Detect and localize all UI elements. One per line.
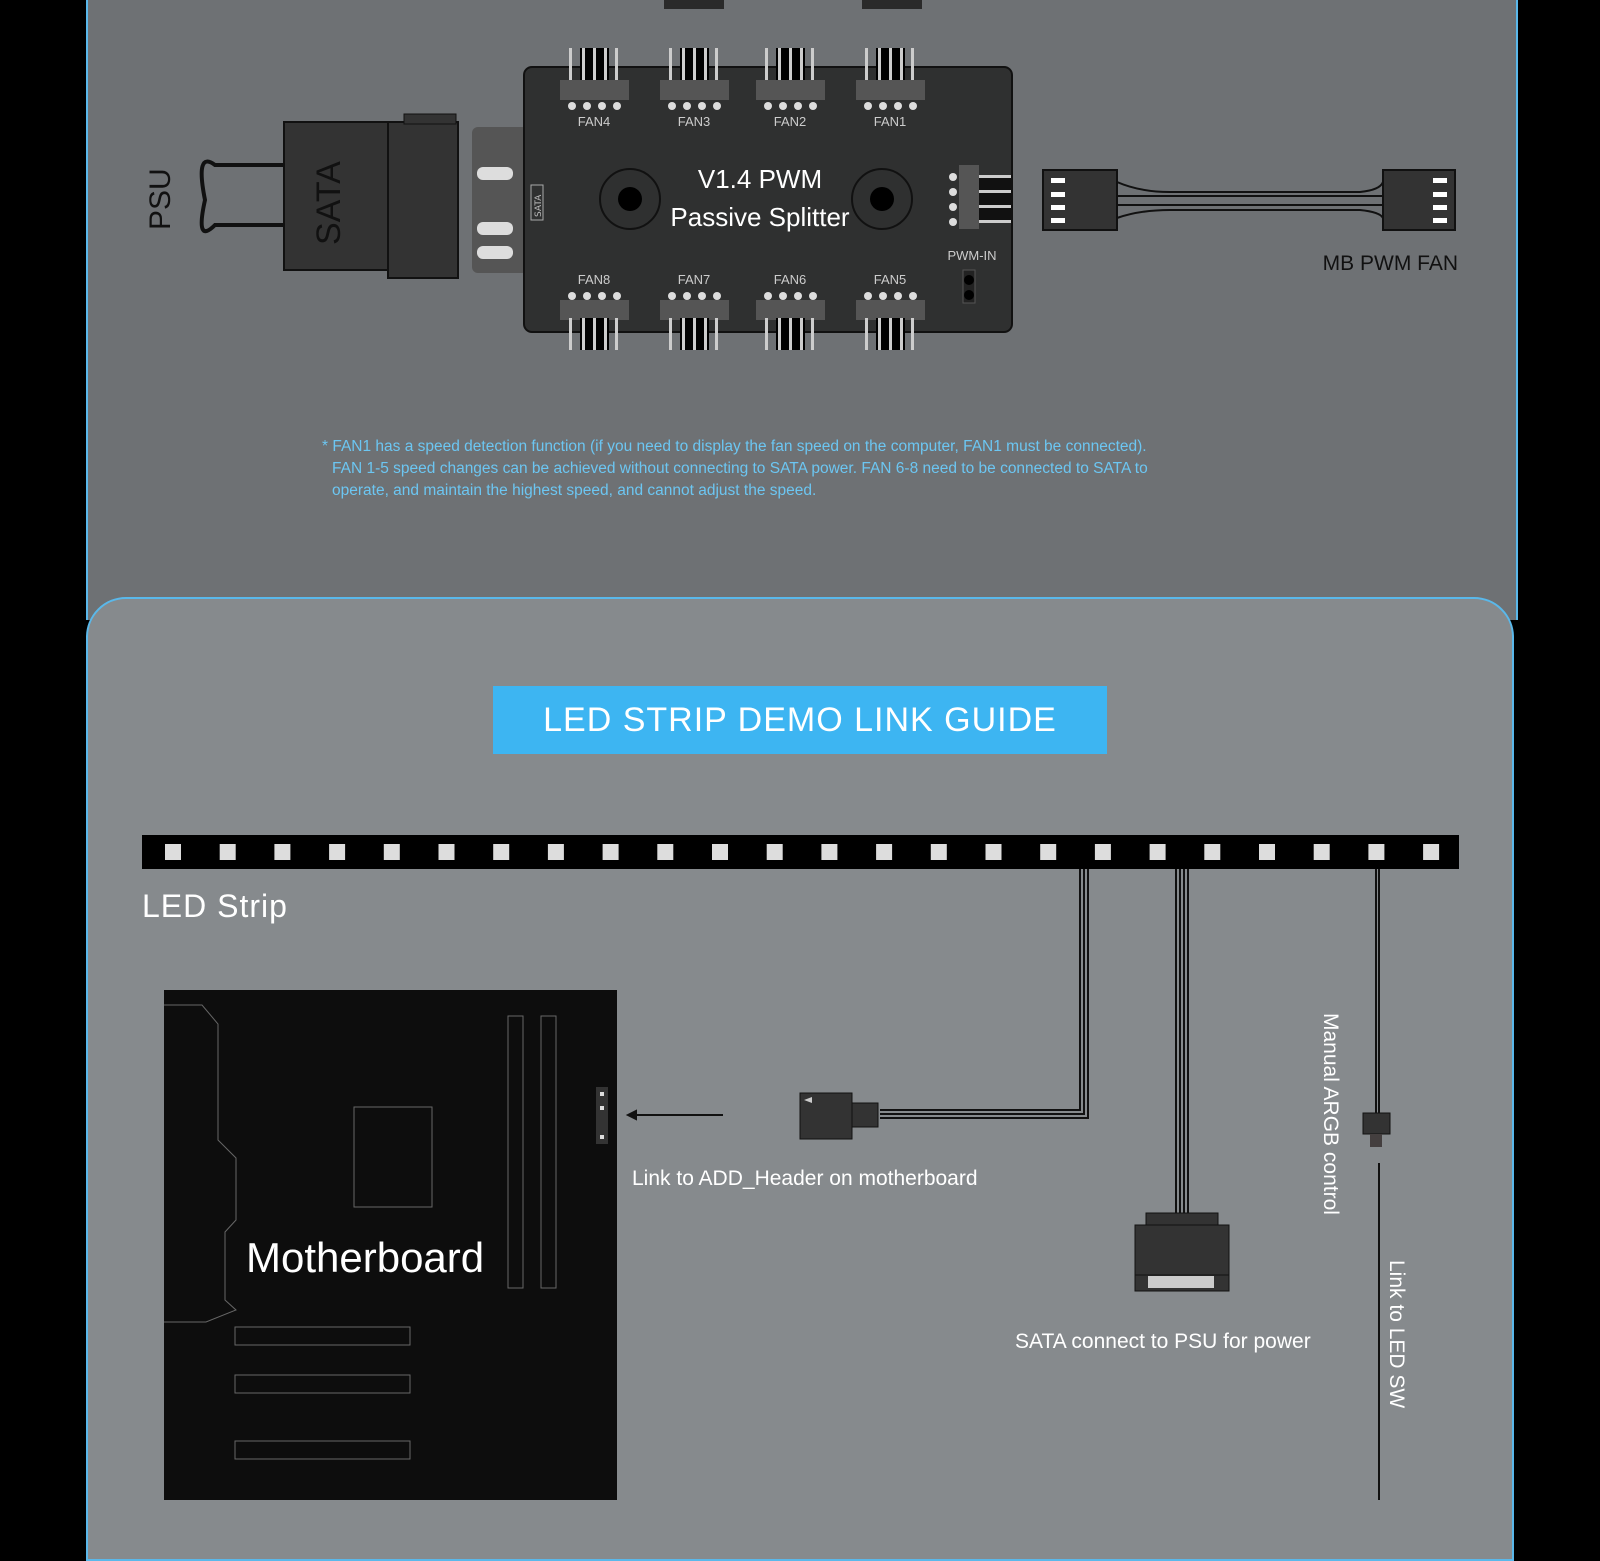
led-chip xyxy=(1149,844,1166,860)
fan-label: FAN6 xyxy=(774,272,807,287)
led-chip xyxy=(547,844,564,860)
fan-label: FAN4 xyxy=(578,114,611,129)
led-chip xyxy=(1040,844,1057,860)
led-sw-connector xyxy=(1362,1112,1391,1147)
led-chip xyxy=(274,844,291,860)
led-chip xyxy=(1313,844,1330,860)
sata-connector-label: SATA xyxy=(310,161,348,245)
led-chip xyxy=(1259,844,1275,860)
fan-label: FAN5 xyxy=(874,272,907,287)
led-chip xyxy=(821,844,838,860)
led-guide-title: LED STRIP DEMO LINK GUIDE xyxy=(493,686,1107,754)
sata-socket xyxy=(472,127,528,273)
sata-small-label: SATA xyxy=(534,194,544,217)
sata-connector xyxy=(283,113,459,279)
mount-hole-right xyxy=(851,168,913,230)
fan-label: FAN8 xyxy=(578,272,611,287)
led-chip xyxy=(712,844,728,860)
led-chip xyxy=(493,844,510,860)
manual-control-label: Manual ARGB control xyxy=(1319,1013,1342,1215)
argb-connector xyxy=(799,1092,879,1140)
fan-header: FAN5 xyxy=(856,272,925,350)
note-line-1: * FAN1 has a speed detection function (i… xyxy=(322,438,1147,455)
fan-header: FAN4 xyxy=(560,48,629,129)
led-chip xyxy=(766,844,783,860)
led-strip-label: LED Strip xyxy=(142,888,288,924)
fan-header: FAN6 xyxy=(756,272,825,350)
connector-stub xyxy=(862,0,922,9)
led-chip xyxy=(1094,844,1111,860)
mount-hole-left-center xyxy=(618,187,642,211)
led-chip xyxy=(876,844,893,860)
psu-label: PSU xyxy=(144,168,177,230)
led-chip xyxy=(1368,844,1385,860)
sata-small-box xyxy=(530,184,544,221)
mount-hole-right-center xyxy=(870,187,894,211)
led-chip xyxy=(985,844,1002,860)
mb-pwm-cable xyxy=(1042,169,1456,231)
fan-label: FAN2 xyxy=(774,114,807,129)
led-chip xyxy=(329,844,346,860)
motherboard-label: Motherboard xyxy=(246,1234,485,1281)
led-chip xyxy=(602,844,619,860)
pwm-in-header xyxy=(949,165,1011,304)
led-sw-label: Link to LED SW xyxy=(1385,1260,1408,1409)
led-chip xyxy=(1423,844,1440,860)
psu-cable xyxy=(199,159,284,233)
led-chip xyxy=(383,844,400,860)
fan-label: FAN1 xyxy=(874,114,907,129)
splitter-title: V1.4 PWM xyxy=(698,164,822,194)
fan-label: FAN7 xyxy=(678,272,711,287)
fan-header: FAN8 xyxy=(560,272,629,350)
fan-label: FAN3 xyxy=(678,114,711,129)
led-chip xyxy=(1204,844,1221,860)
led-chip xyxy=(657,844,674,860)
pwm-in-label: PWM-IN xyxy=(947,248,996,263)
sata-plug xyxy=(1134,1212,1230,1292)
led-cables xyxy=(625,869,1380,1500)
note-line-3: operate, and maintain the highest speed,… xyxy=(332,482,817,499)
connector-stub xyxy=(664,0,724,9)
fan-header: FAN3 xyxy=(660,48,729,129)
fan-header: FAN2 xyxy=(756,48,825,129)
sata-power-label: SATA connect to PSU for power xyxy=(1015,1330,1311,1353)
mount-hole-left xyxy=(599,168,661,230)
led-chip xyxy=(930,844,947,860)
led-strip xyxy=(142,835,1459,869)
fan-header: FAN1 xyxy=(856,48,925,129)
sata-socket-pins xyxy=(477,167,513,259)
mb-pwm-fan-label: MB PWM FAN xyxy=(1323,252,1458,275)
fan-note: * FAN1 has a speed detection function (i… xyxy=(322,436,1302,502)
add-header-label: Link to ADD_Header on motherboard xyxy=(632,1167,978,1190)
motherboard xyxy=(164,990,617,1500)
note-line-2: FAN 1-5 speed changes can be achieved wi… xyxy=(332,460,1148,477)
led-chip xyxy=(219,844,236,860)
splitter-subtitle: Passive Splitter xyxy=(670,202,850,232)
fan-header: FAN7 xyxy=(660,272,729,350)
led-chip xyxy=(165,844,181,860)
led-chip xyxy=(438,844,455,860)
